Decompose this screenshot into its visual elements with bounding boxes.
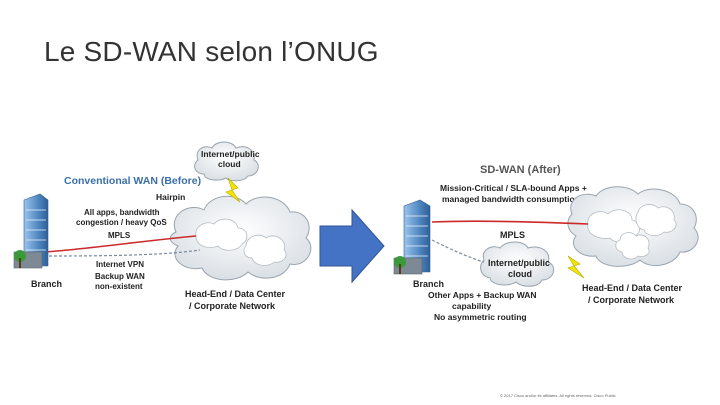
after-internet-cloud: Internet/public cloud [480,241,555,287]
before-vpn-label: Internet VPN [96,260,144,269]
before-heading: Conventional WAN (Before) [64,175,201,187]
after-cloud-label-2: cloud [508,269,532,279]
before-apps-line-2: congestion / heavy QoS [76,218,167,227]
before-branch-label: Branch [31,279,62,289]
slide-title: Le SD-WAN selon l’ONUG [44,36,379,67]
before-headend-line-1: Head-End / Data Center [185,289,286,299]
before-apps-line-1: All apps, bandwidth [84,208,160,217]
before-cloud-label-2: cloud [218,159,241,169]
after-mission-line-1: Mission-Critical / SLA-bound Apps + [440,183,587,193]
before-vpn-line [43,249,201,257]
before-lightning-icon [225,177,241,203]
before-backup-line-2: non-existent [95,282,143,291]
after-lightning-icon [567,255,585,279]
before-headend-line-2: / Corporate Network [189,301,276,311]
before-internet-cloud: Internet/public cloud [194,141,260,182]
before-cloud-label-1: Internet/public [201,149,260,159]
after-corporate-cloud [567,186,699,267]
before-backup-line-1: Backup WAN [95,272,145,281]
before-hairpin-label: Hairpin [156,192,185,202]
after-heading: SD-WAN (After) [480,164,561,176]
after-other-line-3: No asymmetric routing [434,312,527,322]
after-other-line-1: Other Apps + Backup WAN [428,290,537,300]
after-mpls-label: MPLS [500,230,525,240]
before-branch-building-icon [13,193,49,269]
before-mpls-line [43,235,197,253]
after-mission-line-2: managed bandwidth consumption [442,194,580,204]
after-headend-line-1: Head-End / Data Center [582,283,683,293]
after-panel: SD-WAN (After) Mission-Critical / SLA-bo… [393,164,699,322]
after-branch-label: Branch [413,279,444,289]
after-cloud-label-1: Internet/public [488,258,550,268]
before-panel: Conventional WAN (Before) Internet/publi… [13,141,312,311]
copyright-footer: © 2017 Cisco and/or its affiliates. All … [500,393,616,398]
before-mpls-label: MPLS [108,231,131,240]
after-headend-line-2: / Corporate Network [588,295,675,305]
before-corporate-cloud [169,195,312,281]
after-other-line-2: capability [452,301,491,311]
after-mpls-line [431,220,589,225]
after-internet-line [431,239,485,263]
transition-arrow-icon [319,208,385,284]
after-branch-building-icon [393,199,431,275]
